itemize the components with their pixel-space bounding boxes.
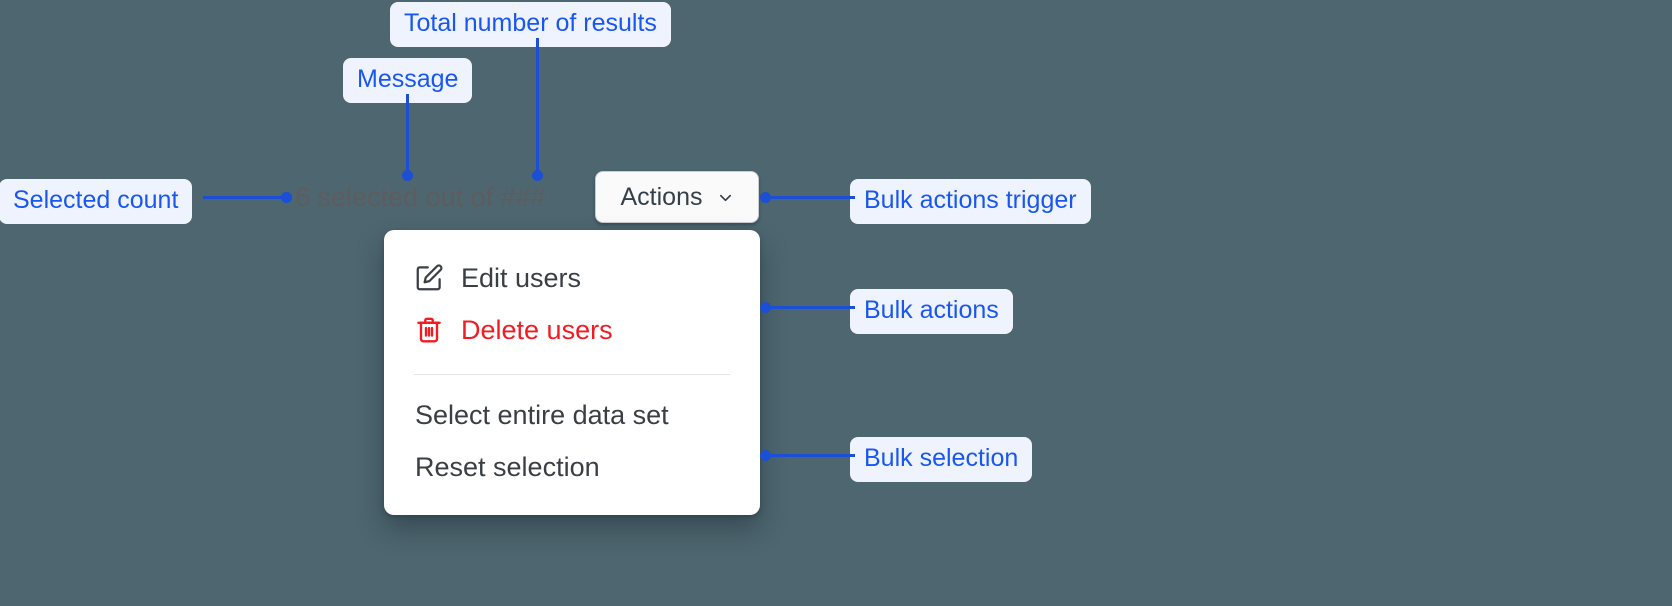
leader-line-message	[406, 94, 409, 176]
edit-pencil-icon	[414, 263, 444, 293]
menu-item-edit-users[interactable]: Edit users	[384, 252, 760, 304]
anchor-dot-selected-count	[281, 192, 292, 203]
anchor-dot-bulk-selection	[760, 450, 771, 461]
anchor-dot-bulk-actions-trigger	[760, 192, 771, 203]
leader-line-bulk-actions-trigger	[765, 196, 855, 199]
callout-selected-count: Selected count	[0, 179, 193, 224]
menu-item-select-entire-data-set[interactable]: Select entire data set	[384, 389, 760, 441]
leader-line-bulk-selection	[765, 454, 855, 457]
actions-button-label: Actions	[620, 182, 703, 211]
menu-item-label: Reset selection	[415, 451, 600, 482]
menu-item-label: Select entire data set	[415, 399, 669, 430]
bulk-actions-menu: Edit users Delete users Select entire da…	[384, 230, 760, 515]
leader-line-total-number-of-results	[536, 38, 539, 176]
menu-item-label: Delete users	[461, 314, 613, 345]
trash-icon	[414, 315, 444, 345]
anchor-dot-total-number-of-results	[532, 170, 543, 181]
selection-message: 6 selected out of ###	[295, 182, 546, 212]
bulk-actions-trigger-button[interactable]: Actions	[595, 171, 759, 223]
leader-line-selected-count	[203, 196, 287, 199]
menu-item-label: Edit users	[461, 262, 582, 293]
callout-bulk-actions: Bulk actions	[850, 289, 1013, 334]
menu-separator	[414, 374, 730, 375]
anchor-dot-bulk-actions	[760, 302, 771, 313]
anchor-dot-message	[402, 170, 413, 181]
menu-item-delete-users[interactable]: Delete users	[384, 304, 760, 356]
menu-item-reset-selection[interactable]: Reset selection	[384, 441, 760, 493]
callout-total-number-of-results: Total number of results	[390, 2, 671, 47]
chevron-down-icon	[718, 190, 733, 205]
callout-bulk-actions-trigger: Bulk actions trigger	[850, 179, 1091, 224]
callout-bulk-selection: Bulk selection	[850, 437, 1033, 482]
leader-line-bulk-actions	[765, 306, 855, 309]
